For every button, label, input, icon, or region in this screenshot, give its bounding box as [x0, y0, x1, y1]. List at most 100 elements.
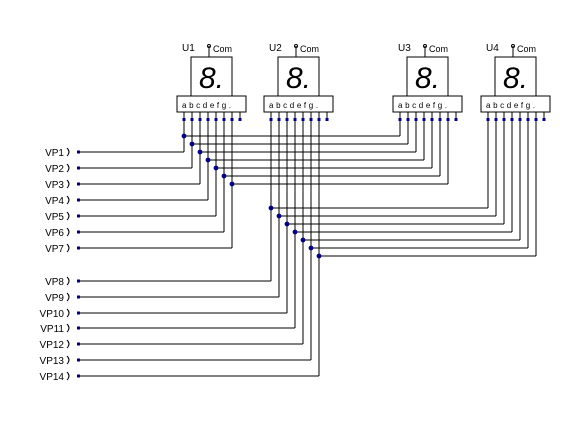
com-pin-label: Com	[213, 44, 232, 54]
port-pin	[77, 279, 80, 283]
junction-dot	[316, 253, 322, 259]
display-id-label: U3	[398, 43, 411, 54]
com-pin-end	[511, 44, 515, 48]
segment-pin-terminal	[414, 118, 418, 121]
junction-dot	[284, 221, 290, 227]
junction-dot	[292, 229, 298, 235]
segment-pin-terminal	[542, 118, 546, 121]
segment-pin-terminal	[214, 118, 218, 121]
segment-pin-terminal	[534, 118, 538, 121]
segment-pin-terminal	[406, 118, 410, 121]
port-pin	[77, 166, 80, 170]
junction-dot	[181, 133, 187, 139]
digit-window	[190, 56, 233, 97]
digit-window	[406, 56, 449, 97]
com-pin-end	[423, 44, 427, 48]
port-connector	[66, 163, 70, 173]
port-label: VP5	[45, 212, 64, 223]
port-connector	[66, 339, 70, 349]
junction-dot	[308, 245, 314, 251]
port-connector	[66, 276, 70, 286]
segment-pin-bar	[480, 95, 551, 113]
segment-pin-terminal	[494, 118, 498, 121]
com-pin-label: Com	[517, 44, 536, 54]
segment-pin-terminal	[398, 118, 402, 121]
port-connector	[66, 371, 70, 381]
port-label-layer: VP1VP2VP3VP4VP5VP6VP7VP8VP9VP10VP11VP12V…	[40, 147, 80, 383]
segment-pin-terminal	[510, 118, 514, 121]
junction-dot	[205, 157, 211, 163]
segment-pin-terminal	[182, 118, 186, 121]
segment-pin-terminal	[486, 118, 490, 121]
segment-pin-terminal	[325, 118, 329, 121]
port-label: VP8	[45, 277, 64, 288]
port-pin	[77, 326, 80, 330]
com-pin-label: Com	[300, 44, 319, 54]
segment-pin-terminal	[526, 118, 530, 121]
port-pin	[77, 342, 80, 346]
port-connector	[66, 179, 70, 189]
segment-pin-terminal	[502, 118, 506, 121]
port-label: VP12	[40, 340, 65, 351]
junction-dot	[213, 165, 219, 171]
segment-pin-terminal	[277, 118, 281, 121]
junction-dot	[268, 205, 274, 211]
display-id-label: U4	[486, 43, 499, 54]
segment-pin-terminal	[206, 118, 210, 121]
port-pin	[77, 246, 80, 250]
com-pin-end	[207, 44, 211, 48]
segment-pin-terminal	[430, 118, 434, 121]
port-connector	[66, 308, 70, 318]
port-pin	[77, 374, 80, 378]
segment-pin-terminal	[422, 118, 426, 121]
segment-pin-terminal	[222, 118, 226, 121]
port-connector	[66, 195, 70, 205]
segment-pin-terminal	[301, 118, 305, 121]
segment-pin-terminal	[230, 118, 234, 121]
junction-dot	[189, 141, 195, 147]
junction-dot	[300, 237, 306, 243]
port-connector	[66, 292, 70, 302]
segment-pin-bar	[392, 95, 463, 113]
port-connector	[66, 211, 70, 221]
port-label: VP14	[40, 372, 65, 383]
segment-pin-labels: a b c d e f g .	[486, 101, 535, 110]
port-label: VP7	[45, 244, 64, 255]
port-pin	[77, 295, 80, 299]
port-pin	[77, 311, 80, 315]
segment-pin-labels: a b c d e f g .	[398, 101, 447, 110]
seven-segment-digit: 8.	[415, 62, 440, 95]
wire-layer	[80, 121, 537, 377]
port-label: VP1	[45, 148, 64, 159]
junction-dot	[276, 213, 282, 219]
port-label: VP4	[45, 196, 64, 207]
segment-pin-terminal	[238, 118, 242, 121]
port-label: VP10	[40, 309, 65, 320]
segment-pin-terminal	[269, 118, 273, 121]
port-label: VP9	[45, 293, 64, 304]
port-label: VP6	[45, 228, 64, 239]
port-label: VP11	[40, 324, 64, 335]
seven-segment-digit: 8.	[286, 62, 311, 95]
port-pin	[77, 214, 80, 218]
port-connector	[66, 355, 70, 365]
port-pin	[77, 358, 80, 362]
com-pin-label: Com	[429, 44, 448, 54]
segment-pin-terminal	[309, 118, 313, 121]
segment-pin-terminal	[518, 118, 522, 121]
junction-dot	[197, 149, 203, 155]
com-pin-end	[294, 44, 298, 48]
segment-pin-terminal	[285, 118, 289, 121]
seven-segment-digit: 8.	[199, 62, 224, 95]
port-label: VP3	[45, 180, 64, 191]
port-pin	[77, 182, 80, 186]
segment-pin-terminal	[454, 118, 458, 121]
segment-pin-terminal	[293, 118, 297, 121]
port-connector	[66, 227, 70, 237]
display-id-label: U1	[182, 43, 195, 54]
port-connector	[66, 243, 70, 253]
port-pin	[77, 230, 80, 234]
